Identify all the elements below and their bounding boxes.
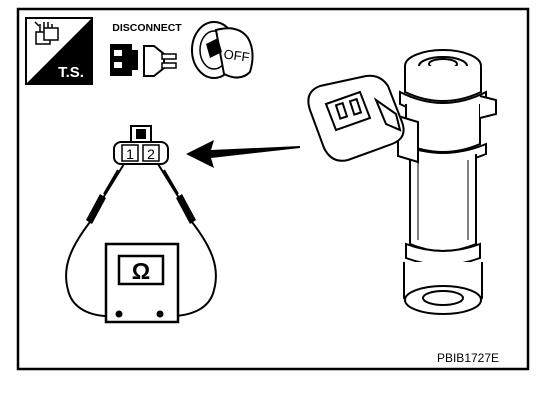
pin-1-cell [121, 144, 139, 162]
probe-right [163, 169, 196, 224]
ts-icon: T.S. [25, 17, 93, 85]
ts-label: T.S. [58, 64, 84, 81]
ohm-symbol: Ω [132, 258, 150, 284]
disconnect-connector-icon: DISCONNECT [110, 22, 182, 77]
ignition-key-off-icon: OFF [191, 21, 254, 79]
arrow-icon [186, 140, 300, 168]
disconnect-label: DISCONNECT [112, 22, 182, 34]
harness-connector: 1 2 [113, 125, 169, 165]
probe-left [86, 169, 119, 224]
pin-2-label: 2 [147, 146, 155, 162]
figure-code: PBIB1727E [437, 351, 499, 365]
fuel-injector [307, 49, 497, 315]
ignition-off-label: OFF [223, 46, 251, 64]
pin-2-cell [142, 144, 160, 162]
meter-terminal-right [156, 310, 164, 318]
ohmmeter-display [117, 254, 165, 286]
ohmmeter: Ω [104, 242, 180, 324]
diagram-frame [16, 7, 530, 371]
meter-terminal-left [115, 310, 123, 318]
pin-1-label: 1 [126, 146, 134, 162]
